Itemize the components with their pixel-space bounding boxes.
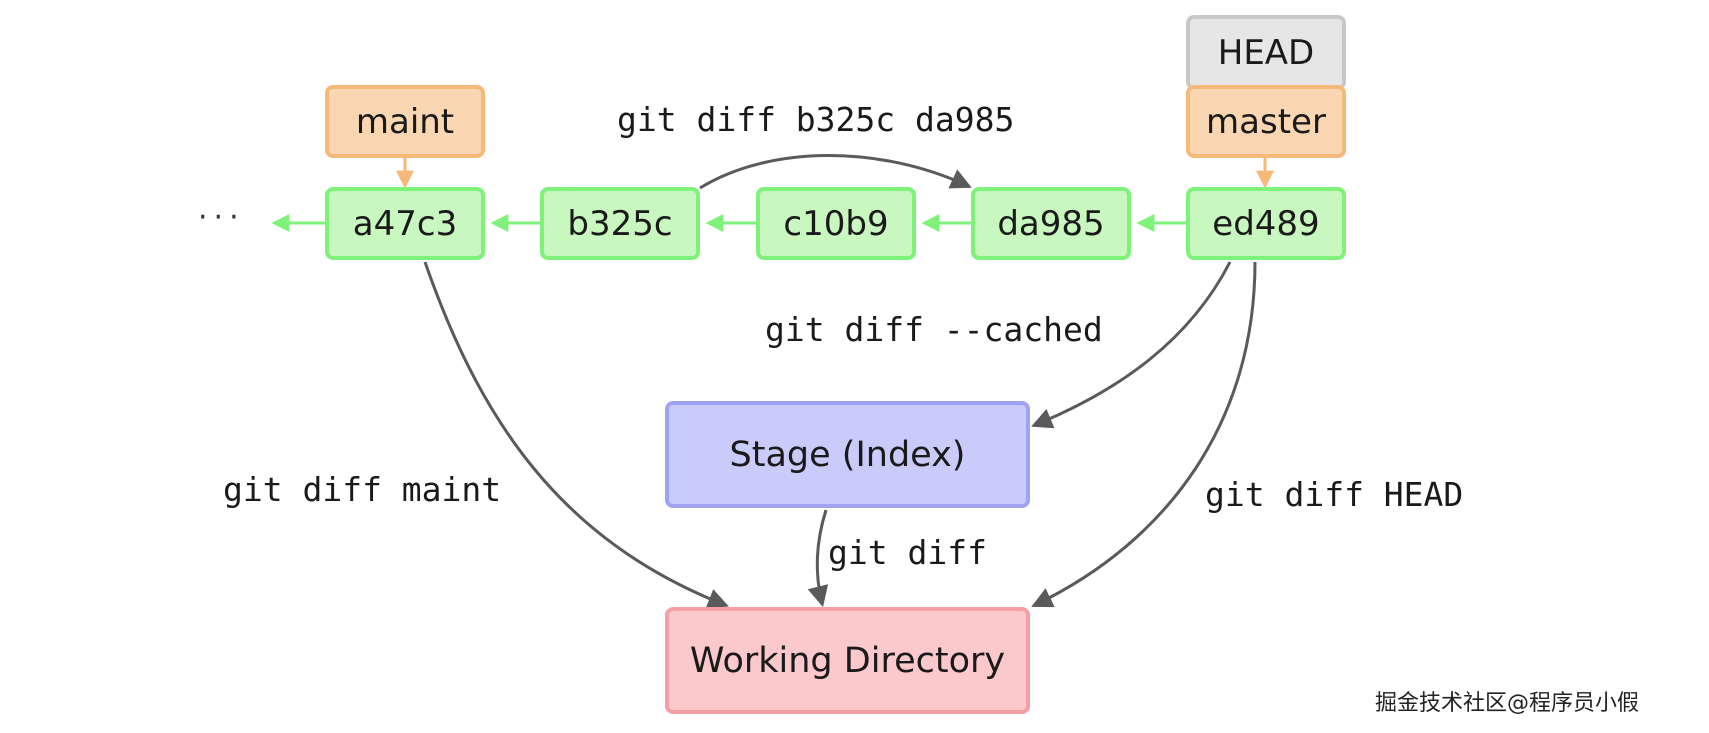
stage-index-box: Stage (Index) xyxy=(665,401,1030,508)
branch-master: master xyxy=(1186,85,1346,158)
commit-c10b9: c10b9 xyxy=(756,187,916,260)
label-diff-maint: git diff maint xyxy=(223,470,502,509)
diff-maint-arrow xyxy=(423,261,729,609)
diff-arrow xyxy=(807,509,829,608)
commit-ed489: ed489 xyxy=(1186,187,1346,260)
label-diff-commits: git diff b325c da985 xyxy=(617,100,1015,139)
commit-b325c: b325c xyxy=(540,187,700,260)
commit-da985: da985 xyxy=(971,187,1131,260)
working-directory-box: Working Directory xyxy=(665,607,1030,714)
diff-head-arrow xyxy=(1031,261,1257,608)
watermark: 掘金技术社区@程序员小假 xyxy=(1375,691,1640,716)
diff-cached-arrow xyxy=(1031,261,1232,429)
label-diff-head: git diff HEAD xyxy=(1205,475,1464,514)
branch-maint: maint xyxy=(325,85,485,158)
commit-ellipsis: ··· xyxy=(198,200,245,235)
commit-a47c3: a47c3 xyxy=(325,187,485,260)
diff-commits-arrow xyxy=(699,154,972,190)
label-diff: git diff xyxy=(828,533,987,572)
label-diff-cached: git diff --cached xyxy=(765,310,1103,349)
head-pointer: HEAD xyxy=(1186,15,1346,90)
